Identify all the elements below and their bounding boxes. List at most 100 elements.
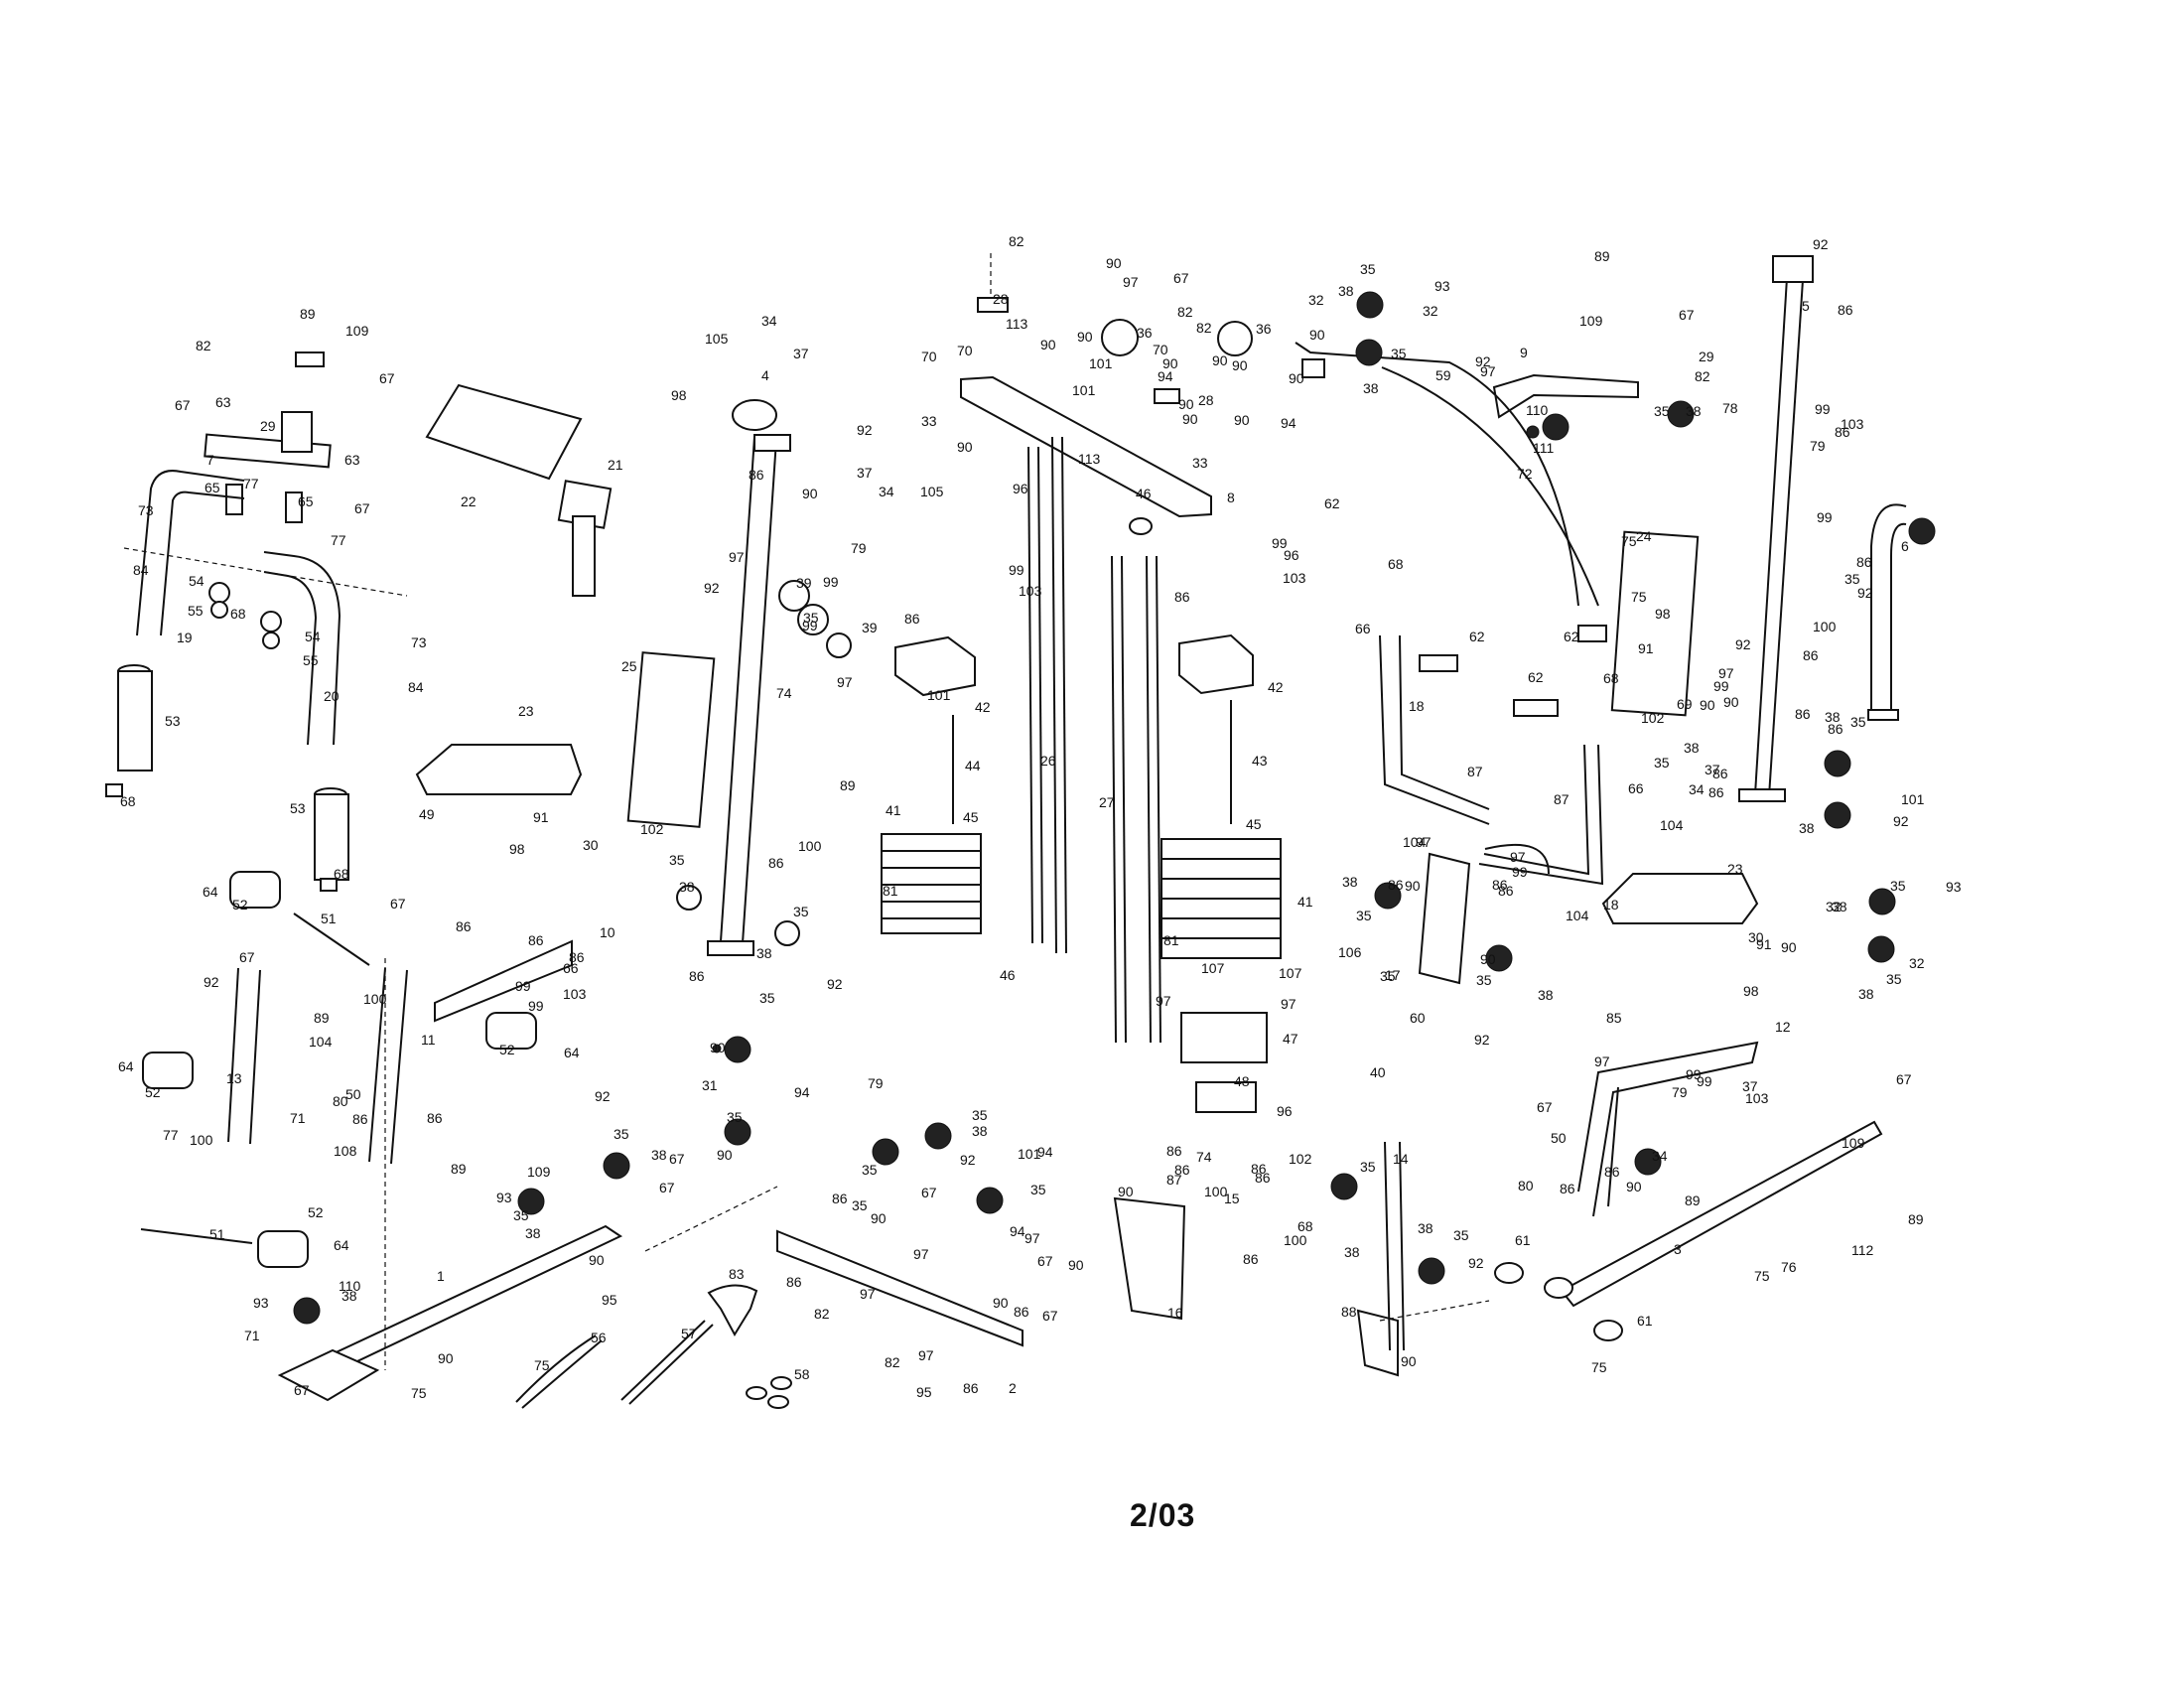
part-callout: 71 bbox=[290, 1110, 306, 1126]
part-callout: 43 bbox=[1252, 753, 1268, 769]
part-callout: 92 bbox=[1475, 353, 1491, 369]
part-callout: 90 bbox=[1040, 337, 1056, 352]
part-callout: 86 bbox=[1838, 302, 1853, 318]
part-callout: 10 bbox=[600, 924, 615, 940]
part-callout: 68 bbox=[120, 793, 136, 809]
part-callout: 109 bbox=[527, 1164, 551, 1180]
part-callout: 86 bbox=[768, 855, 784, 871]
part-callout: 93 bbox=[253, 1295, 269, 1311]
part-callout: 97 bbox=[1718, 665, 1734, 681]
part-callout: 84 bbox=[133, 562, 149, 578]
part-callout: 99 bbox=[1815, 401, 1831, 417]
part-callout: 97 bbox=[729, 549, 745, 565]
part-callout: 97 bbox=[1156, 993, 1171, 1009]
part-callout: 74 bbox=[1196, 1149, 1212, 1165]
part-callout: 35 bbox=[669, 852, 685, 868]
part-callout: 98 bbox=[509, 841, 525, 857]
part-callout: 64 bbox=[334, 1237, 349, 1253]
part-callout: 86 bbox=[749, 467, 764, 483]
part-callout: 68 bbox=[1603, 670, 1619, 686]
part-callout: 90 bbox=[1405, 878, 1421, 894]
part-callout: 35 bbox=[1850, 714, 1866, 730]
part-callout: 86 bbox=[1604, 1164, 1620, 1180]
part-callout: 86 bbox=[569, 949, 585, 965]
part-callout: 35 bbox=[1030, 1182, 1046, 1197]
part-callout: 82 bbox=[814, 1306, 830, 1322]
part-callout: 99 bbox=[1512, 864, 1528, 880]
part-callout: 90 bbox=[993, 1295, 1009, 1311]
part-callout: 86 bbox=[1712, 766, 1728, 781]
part-callout: 31 bbox=[702, 1077, 718, 1093]
part-callout: 86 bbox=[1828, 721, 1843, 737]
part-callout: 51 bbox=[209, 1226, 225, 1242]
part-callout: 86 bbox=[1856, 554, 1872, 570]
part-callout: 90 bbox=[1232, 357, 1248, 373]
part-callout: 92 bbox=[960, 1152, 976, 1168]
part-callout: 97 bbox=[837, 674, 853, 690]
part-callout: 96 bbox=[1013, 481, 1028, 496]
part-callout: 35 bbox=[1654, 755, 1670, 771]
part-callout: 52 bbox=[145, 1084, 161, 1100]
part-callout: 106 bbox=[1338, 944, 1362, 960]
part-callout: 67 bbox=[1537, 1099, 1553, 1115]
part-callout: 75 bbox=[1754, 1268, 1770, 1284]
part-callout: 51 bbox=[321, 911, 337, 926]
pads bbox=[415, 383, 1759, 1321]
part-callout: 67 bbox=[659, 1180, 675, 1195]
part-callout: 86 bbox=[1708, 784, 1724, 800]
part-callout: 98 bbox=[1743, 983, 1759, 999]
part-callout: 35 bbox=[1360, 1159, 1376, 1175]
part-callout: 101 bbox=[927, 687, 951, 703]
part-callout: 67 bbox=[390, 896, 406, 912]
part-callout: 67 bbox=[921, 1185, 937, 1200]
part-callout: 58 bbox=[794, 1366, 810, 1382]
part-callout: 28 bbox=[1198, 392, 1214, 408]
part-callout: 75 bbox=[1631, 589, 1647, 605]
part-callout: 38 bbox=[756, 945, 772, 961]
part-callout: 38 bbox=[679, 879, 695, 895]
part-callout: 67 bbox=[669, 1151, 685, 1167]
part-callout: 90 bbox=[1289, 370, 1304, 386]
part-callout: 97 bbox=[1123, 274, 1139, 290]
part-callout: 64 bbox=[118, 1058, 134, 1074]
part-callout: 38 bbox=[1858, 986, 1874, 1002]
part-callout: 99 bbox=[1817, 509, 1833, 525]
part-callout: 50 bbox=[345, 1086, 361, 1102]
part-callout: 112 bbox=[1851, 1242, 1874, 1258]
part-callout: 72 bbox=[1517, 466, 1533, 482]
part-callout: 99 bbox=[1009, 562, 1024, 578]
part-callout: 86 bbox=[1560, 1181, 1575, 1196]
pulleys bbox=[293, 291, 1936, 1325]
part-callout: 14 bbox=[1393, 1151, 1409, 1167]
part-callout: 39 bbox=[862, 620, 878, 635]
part-callout: 91 bbox=[1756, 936, 1772, 952]
part-callout: 82 bbox=[1695, 368, 1710, 384]
part-callout: 82 bbox=[1009, 233, 1024, 249]
part-callout: 42 bbox=[975, 699, 991, 715]
part-callout: 92 bbox=[1857, 585, 1873, 601]
part-callout: 29 bbox=[260, 418, 276, 434]
part-callout: 41 bbox=[1297, 894, 1313, 910]
part-callout: 86 bbox=[786, 1274, 802, 1290]
part-callout: 98 bbox=[671, 387, 687, 403]
part-callout: 35 bbox=[862, 1162, 878, 1178]
part-callout: 3 bbox=[1674, 1241, 1682, 1257]
part-callout: 90 bbox=[438, 1350, 454, 1366]
part-callout: 97 bbox=[1416, 834, 1432, 850]
part-callout: 110 bbox=[339, 1278, 361, 1294]
part-callout: 35 bbox=[727, 1109, 743, 1125]
part-callout: 86 bbox=[1243, 1251, 1259, 1267]
part-callout: 32 bbox=[1423, 303, 1438, 319]
weight-stacks bbox=[881, 633, 1282, 1113]
part-callout: 92 bbox=[204, 974, 219, 990]
part-callout: 102 bbox=[1289, 1151, 1312, 1167]
part-callout: 90 bbox=[1626, 1179, 1642, 1194]
part-callout: 92 bbox=[827, 976, 843, 992]
part-callout: 66 bbox=[1355, 621, 1371, 636]
part-callout: 92 bbox=[857, 422, 873, 438]
part-callout: 86 bbox=[1166, 1143, 1182, 1159]
part-callout: 47 bbox=[1283, 1031, 1298, 1047]
part-callout: 15 bbox=[1224, 1191, 1240, 1206]
part-callout: 74 bbox=[776, 685, 792, 701]
part-callout: 100 bbox=[363, 991, 387, 1007]
